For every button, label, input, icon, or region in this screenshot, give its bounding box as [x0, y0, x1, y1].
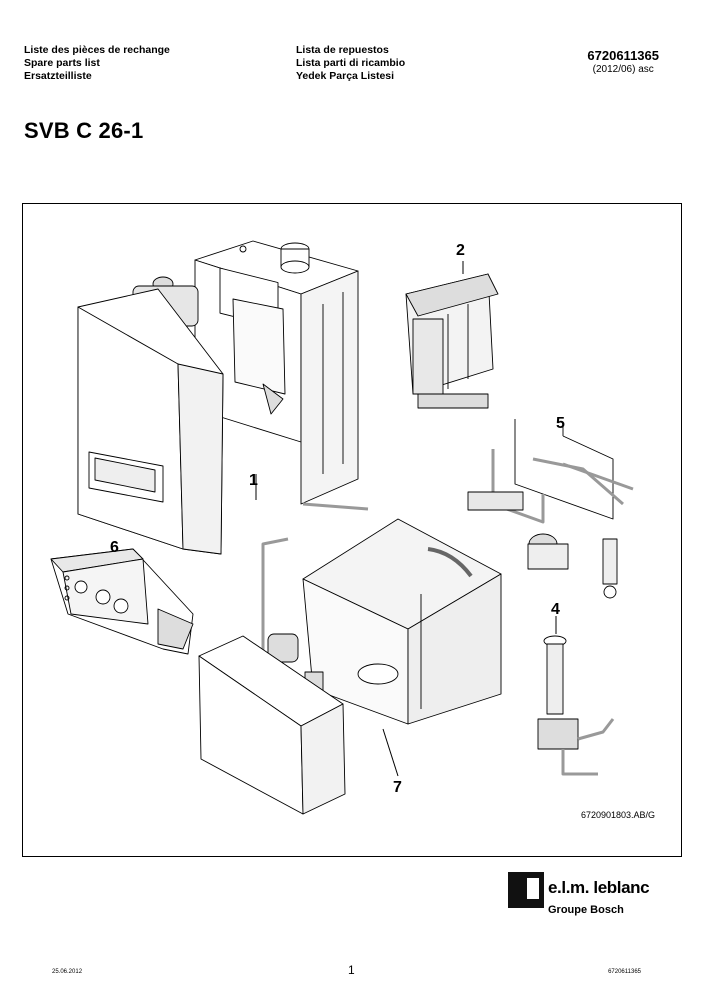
part-casing-drawing: [77, 288, 224, 555]
document-version: (2012/06) asc: [592, 64, 654, 75]
header-title-es: Lista de repuestos: [296, 44, 389, 56]
header-title-tr: Yedek Parça Listesi: [296, 70, 395, 82]
position-label-5: 5: [556, 415, 565, 432]
position-label-6: 6: [110, 539, 119, 556]
header-title-de: Ersatzteilliste: [24, 70, 92, 82]
header-languages-middle: Lista de repuestos Lista parti di ricamb…: [296, 44, 405, 83]
model-title: SVB C 26-1: [24, 118, 144, 143]
exploded-view-drawing: 1 2 4 5 6 7: [50, 240, 634, 815]
figure-reference: 6720901803.AB/G: [580, 810, 655, 820]
leblanc-logo-icon: [508, 872, 544, 908]
brand-name: e.l.m. leblanc: [548, 878, 650, 897]
part-gas-valve-drawing: [537, 635, 615, 776]
part-heat-exchanger-drawing: [405, 261, 499, 409]
brand-subtitle: Groupe Bosch: [548, 904, 624, 916]
part-lower-cover-drawing: [198, 635, 346, 815]
exploded-view-frame: 1 2 4 5 6 7 6720901803.AB/G: [22, 203, 682, 857]
position-label-7: 7: [393, 779, 402, 796]
document-number-block: 6720611365 (2012/06) asc: [587, 48, 659, 76]
header-languages-left: Liste des pièces de rechange Spare parts…: [24, 44, 170, 83]
header-title-it: Lista parti di ricambio: [296, 57, 406, 69]
header-title-en: Spare parts list: [24, 57, 100, 69]
footer-date: 25.06.2012: [52, 969, 83, 975]
part-control-panel-drawing: [50, 548, 194, 655]
part-hydraulic-group-drawing: [467, 419, 634, 599]
header-title-fr: Liste des pièces de rechange: [24, 44, 170, 56]
document-number: 6720611365: [587, 48, 659, 63]
part-tank-drawing: [261, 502, 502, 725]
position-label-4: 4: [551, 601, 560, 618]
page-number: 1: [348, 963, 355, 977]
position-label-2: 2: [456, 242, 465, 259]
position-label-1: 1: [249, 472, 258, 489]
brand-logo: e.l.m. leblanc Groupe Bosch: [508, 872, 668, 920]
footer-document-number: 6720611365: [608, 969, 641, 975]
